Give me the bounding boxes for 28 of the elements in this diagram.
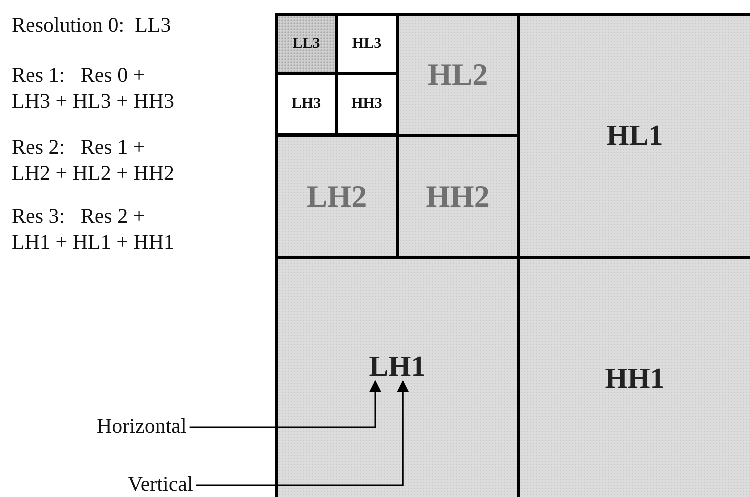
leader-arrow	[196, 380, 410, 486]
subband-cell	[278, 259, 517, 497]
subband-name: HL1	[606, 120, 664, 152]
resolution-note: Res 2: Res 1 + LH2 + HL2 + HH2	[12, 134, 176, 186]
subband-cell	[399, 16, 517, 134]
subband-name: HL2	[428, 57, 488, 93]
subband-cell	[278, 16, 335, 72]
subband-name: HH3	[352, 96, 382, 112]
leader-arrow	[190, 380, 382, 428]
axis-label: Vertical	[128, 472, 194, 497]
subband-cell	[520, 259, 750, 497]
subband-name: LH1	[369, 350, 426, 384]
subband-name: LH2	[306, 178, 368, 214]
subband-cell	[338, 16, 396, 72]
axis-label: Horizontal	[97, 414, 187, 439]
resolution-note: Res 3: Res 2 + LH1 + HL1 + HH1	[12, 203, 176, 255]
resolution-note: Resolution 0: LL3	[12, 12, 172, 38]
subband-cell	[399, 137, 517, 256]
subband-name: LL3	[292, 36, 320, 52]
subband-name: LH3	[292, 96, 322, 112]
subband-name: HL3	[352, 36, 382, 52]
subband-cell	[278, 75, 335, 133]
subband-name: HH1	[605, 362, 665, 396]
resolution-note: Res 1: Res 0 + LH3 + HL3 + HH3	[12, 62, 176, 114]
subband-cell	[338, 75, 396, 133]
subband-cell	[278, 137, 396, 256]
subband-name: HH2	[426, 178, 490, 214]
subband-cell	[520, 16, 750, 256]
